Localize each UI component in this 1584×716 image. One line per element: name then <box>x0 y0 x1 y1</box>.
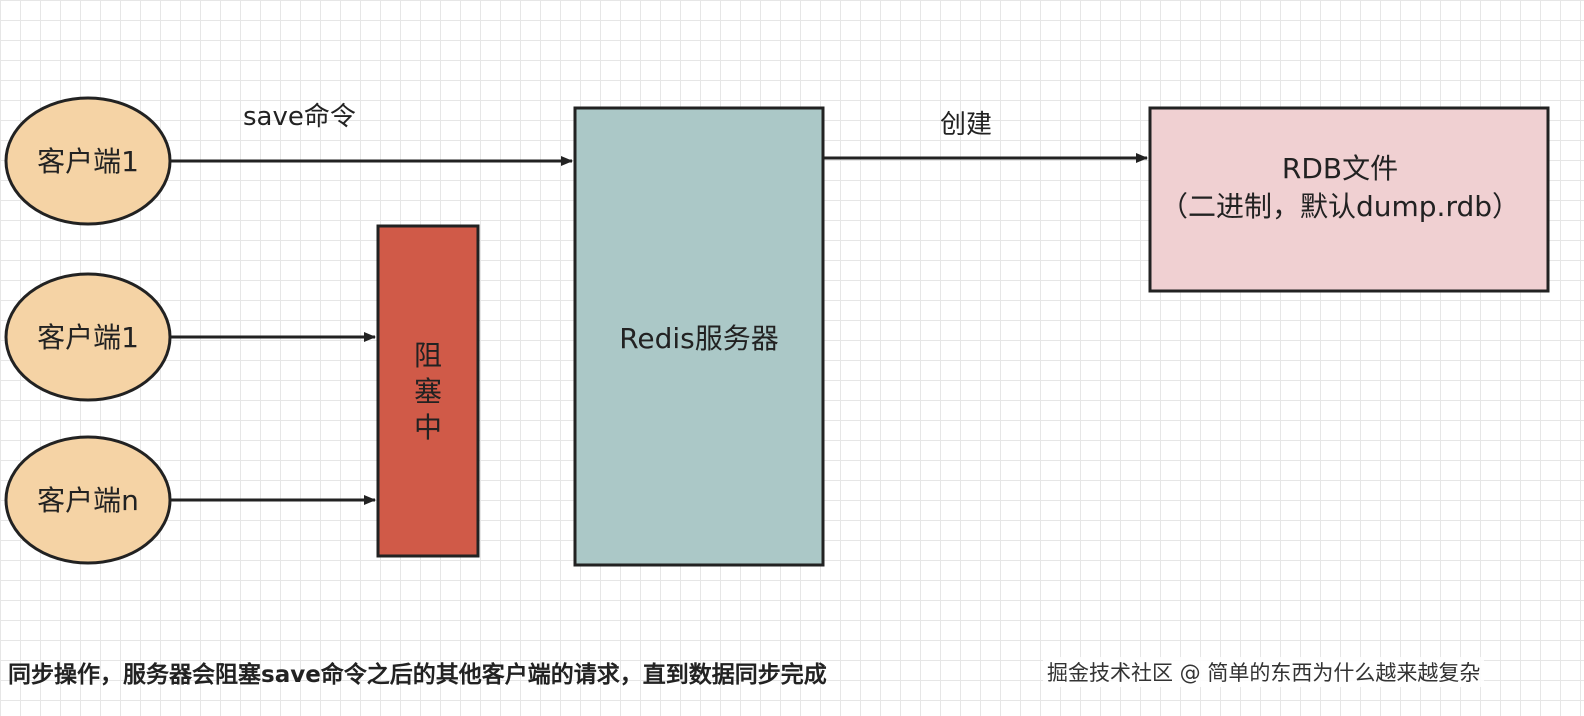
rdb-file-subtitle: （二进制，默认dump.rdb） <box>1160 190 1520 223</box>
blocking-label-char-3: 中 <box>414 411 442 444</box>
client-node-1-label: 客户端1 <box>37 145 139 178</box>
blocking-node: 阻 塞 中 <box>376 224 480 558</box>
rdb-file-node-shape <box>1148 106 1550 293</box>
blocking-node-shape <box>376 224 480 558</box>
client-node-2-label: 客户端1 <box>37 321 139 354</box>
client-node-n: 客户端n <box>4 435 172 565</box>
footer: 同步操作，服务器会阻塞save命令之后的其他客户端的请求，直到数据同步完成 掘金… <box>8 655 1578 695</box>
client-node-2: 客户端1 <box>4 272 172 402</box>
server-node-label: Redis服务器 <box>619 322 779 355</box>
client-node-1: 客户端1 <box>4 96 172 226</box>
watermark: 掘金技术社区 @ 简单的东西为什么越来越复杂 <box>1043 657 1485 687</box>
server-node: Redis服务器 <box>573 106 825 567</box>
diagram-caption: 同步操作，服务器会阻塞save命令之后的其他客户端的请求，直到数据同步完成 <box>8 662 827 688</box>
blocking-label-char-2: 塞 <box>414 375 442 408</box>
rdb-file-title: RDB文件 <box>1282 152 1398 185</box>
edge-save-command-label: save命令 <box>243 102 356 132</box>
blocking-label-char-1: 阻 <box>414 339 442 372</box>
client-node-n-label: 客户端n <box>37 484 139 517</box>
server-node-shape <box>573 106 825 567</box>
edge-create-label: 创建 <box>940 110 992 140</box>
rdb-file-node: RDB文件 （二进制，默认dump.rdb） <box>1148 106 1550 293</box>
